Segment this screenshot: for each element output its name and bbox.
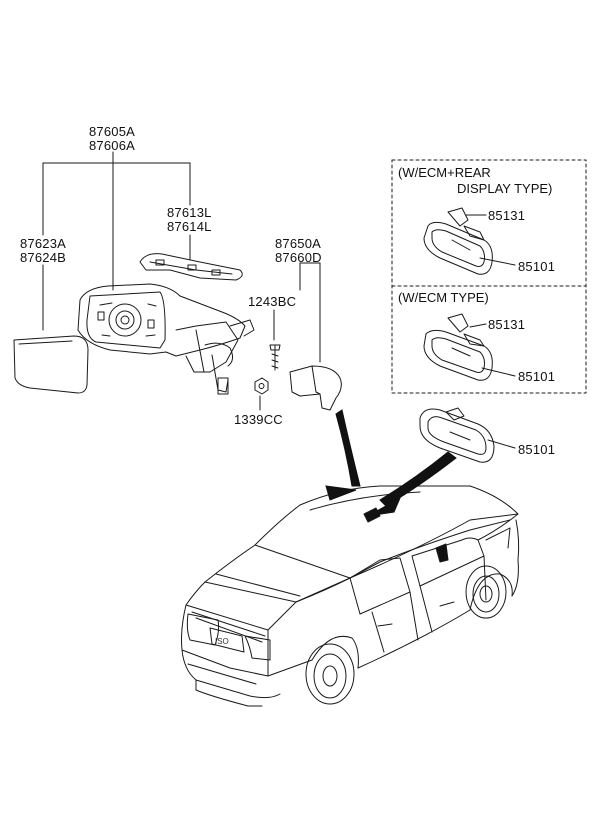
label-screw: 1243BC bbox=[248, 294, 297, 309]
label-mirror-assy-lh: 87605A bbox=[89, 124, 136, 139]
box-title-ecm-rear-line2: DISPLAY TYPE) bbox=[457, 181, 553, 196]
inside-mirror-part bbox=[419, 407, 495, 463]
label-mirror-assy-rh: 87606A bbox=[89, 138, 136, 153]
car-illustration: ISO bbox=[181, 485, 520, 707]
label-ecm-mirror: 85101 bbox=[518, 369, 556, 384]
option-boxes bbox=[391, 159, 587, 394]
nut-part bbox=[254, 377, 269, 395]
mirror-housing-part bbox=[77, 283, 255, 395]
pointer-arrows bbox=[325, 409, 457, 517]
mirror-glass-part bbox=[13, 335, 89, 394]
label-ecm-cover: 85131 bbox=[488, 317, 526, 332]
label-cover-rh: 87614L bbox=[167, 219, 212, 234]
screw-part bbox=[269, 344, 281, 371]
label-nut: 1339CC bbox=[234, 412, 283, 427]
label-glass-lh: 87623A bbox=[20, 236, 67, 251]
label-ecm-rear-mirror: 85101 bbox=[518, 259, 556, 274]
box-title-ecm-rear-line1: (W/ECM+REAR bbox=[398, 165, 491, 180]
ecm-rear-mirror-part bbox=[423, 207, 493, 275]
label-inside-mirror: 85101 bbox=[518, 442, 556, 457]
svg-text:ISO: ISO bbox=[215, 637, 229, 646]
box-title-ecm-only: (W/ECM TYPE) bbox=[398, 290, 489, 305]
label-garnish-a: 87650A bbox=[275, 236, 322, 251]
ecm-mirror-part bbox=[423, 313, 493, 381]
mirror-cover-part bbox=[139, 253, 243, 281]
label-garnish-d: 87660D bbox=[275, 250, 322, 265]
label-ecm-rear-cover: 85131 bbox=[488, 208, 526, 223]
label-cover-lh: 87613L bbox=[167, 205, 212, 220]
leader-lines-mirror bbox=[42, 151, 516, 449]
label-glass-rh: 87624B bbox=[20, 250, 67, 265]
garnish-part bbox=[289, 365, 342, 411]
